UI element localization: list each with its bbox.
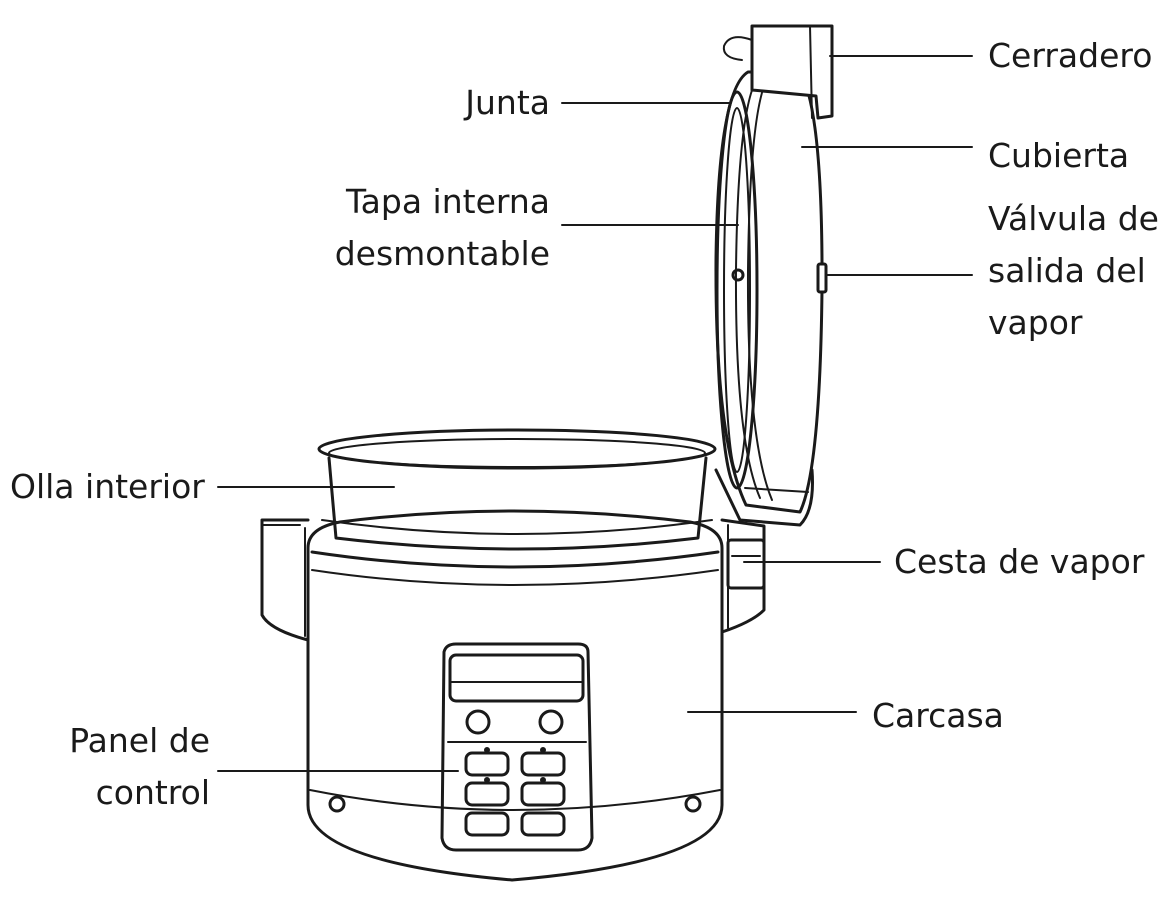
- label-cerradero: Cerradero: [988, 36, 1153, 75]
- housing: [260, 509, 766, 882]
- label-tapa-interna: Tapa interna desmontable: [334, 182, 550, 273]
- label-carcasa: Carcasa: [872, 696, 1004, 735]
- label-panel-control: Panel de control: [69, 721, 210, 812]
- control-panel: [440, 642, 594, 852]
- label-junta: Junta: [465, 83, 550, 122]
- label-valvula: Válvula de salida del vapor: [988, 199, 1159, 342]
- label-cesta-vapor: Cesta de vapor: [894, 542, 1145, 581]
- label-olla-interior: Olla interior: [10, 467, 205, 506]
- lid: [714, 70, 828, 514]
- leader-lines: [217, 55, 973, 772]
- inner-pot: [317, 428, 717, 551]
- latch: [722, 24, 834, 120]
- label-cubierta: Cubierta: [988, 136, 1130, 175]
- steam-basket-clip: [726, 538, 766, 590]
